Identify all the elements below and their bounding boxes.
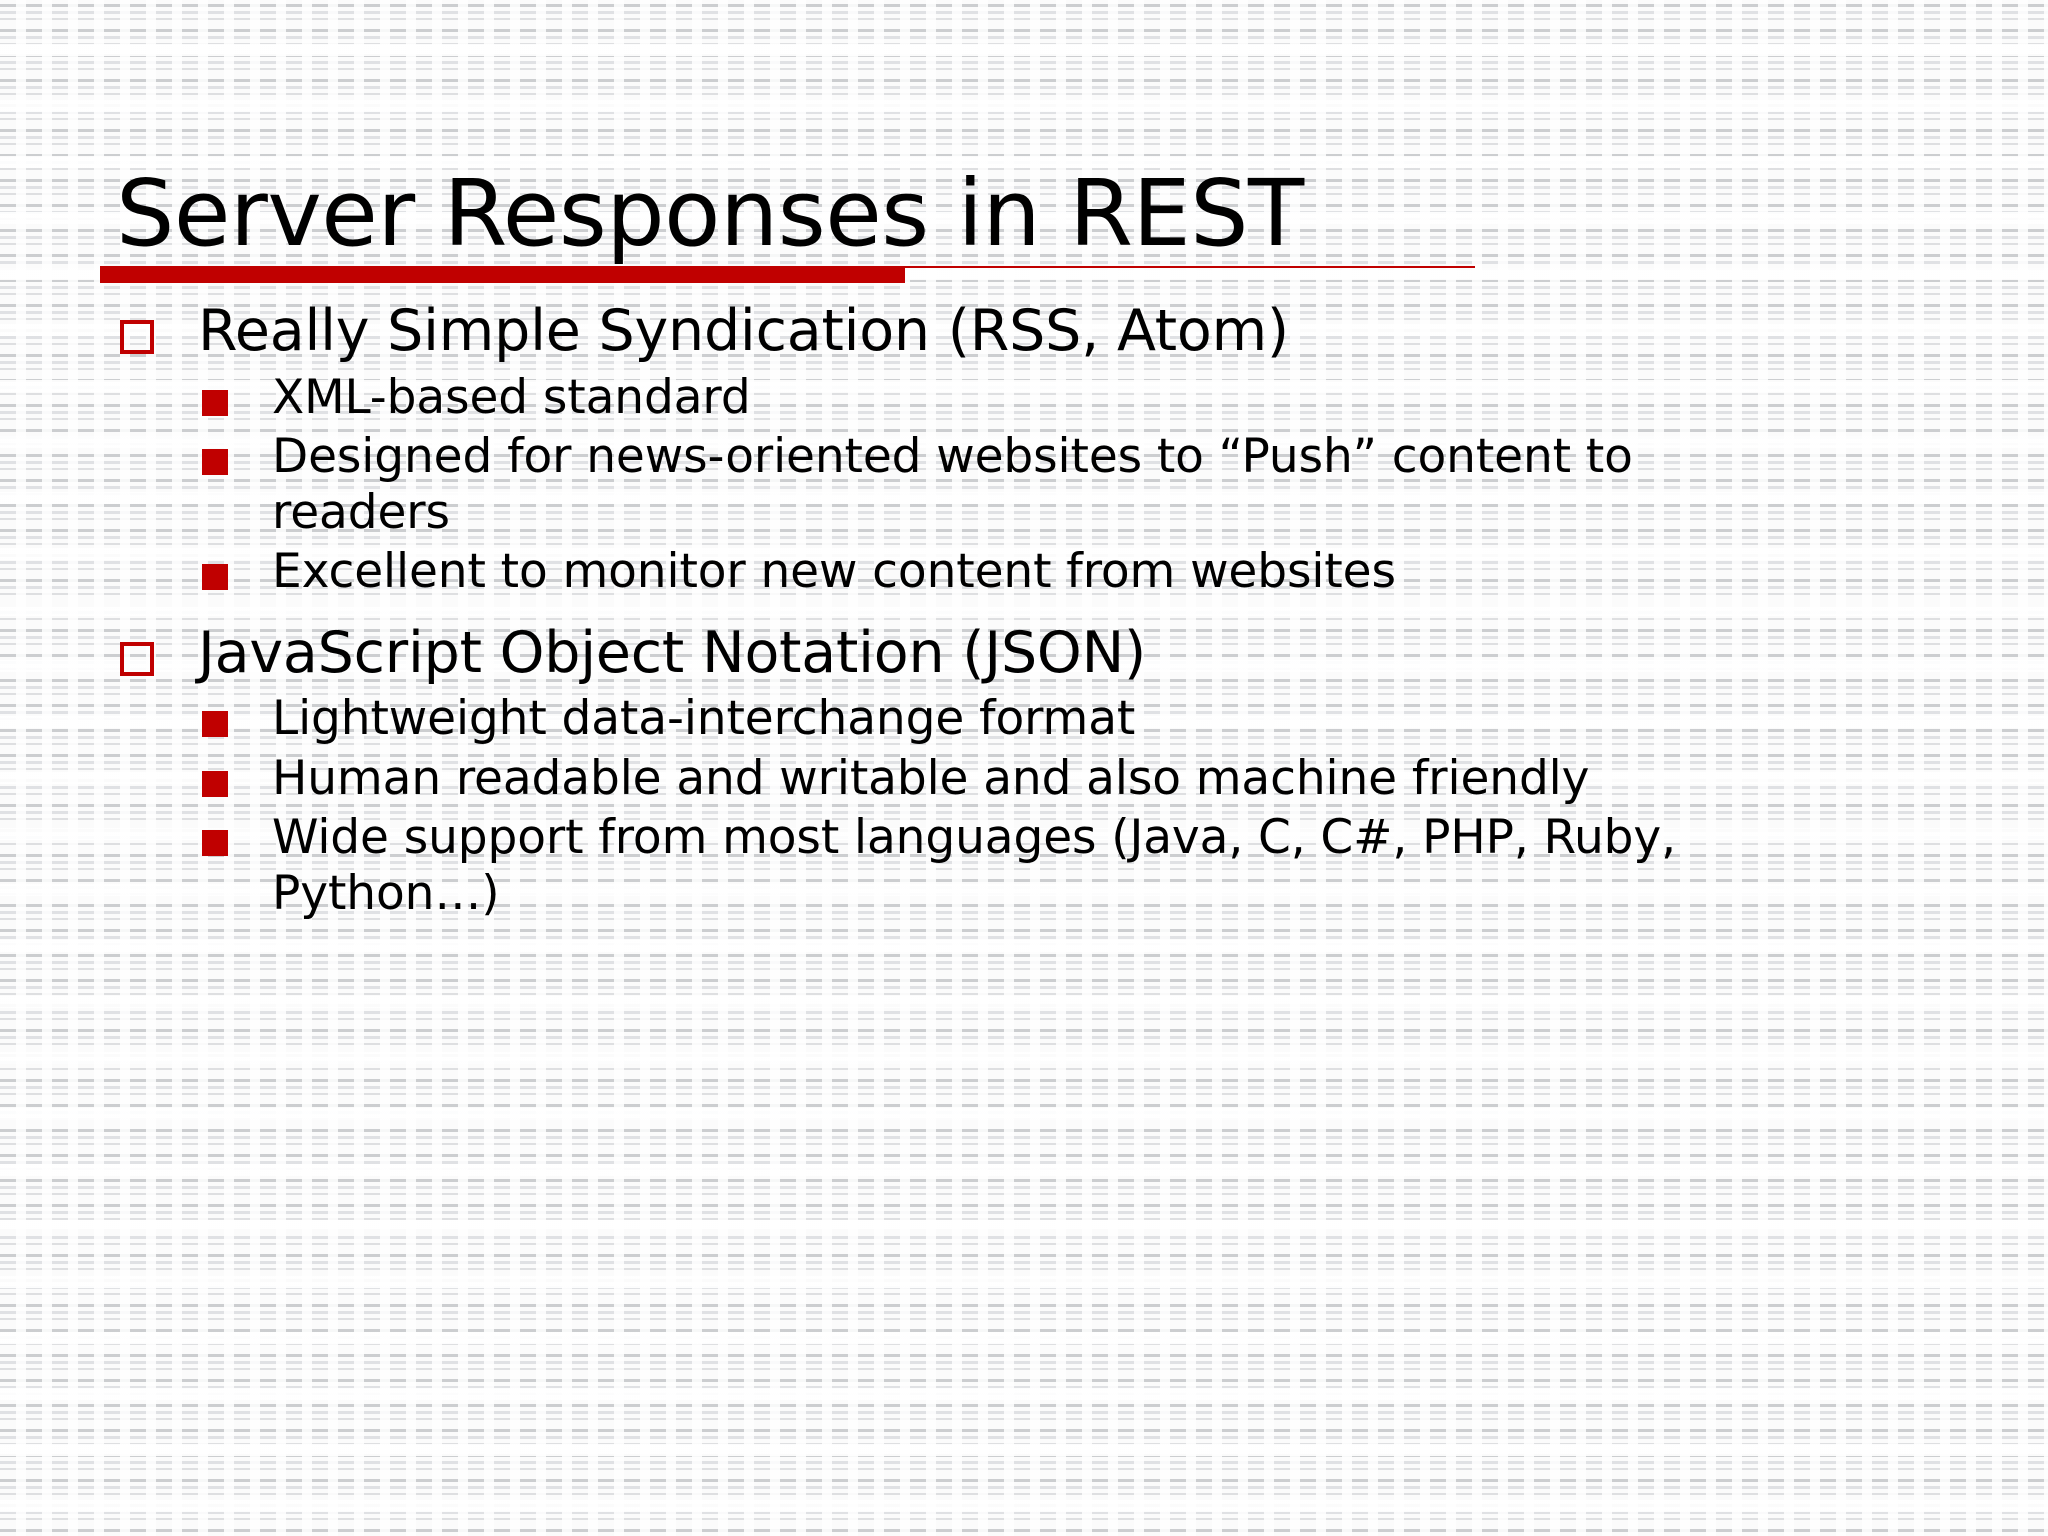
solid-square-bullet-icon (202, 449, 228, 476)
bullet-level2-label: Excellent to monitor new content from we… (272, 544, 1396, 600)
bullet-level2-group-rss: XML-based standard Designed for news-ori… (110, 370, 1990, 600)
bullet-level1-rss: Really Simple Syndication (RSS, Atom) (110, 298, 1990, 364)
hollow-square-bullet-icon (120, 641, 154, 676)
bullet-level1-json: JavaScript Object Notation (JSON) (110, 619, 1990, 686)
bullet-level2-item: Designed for news-oriented websites to “… (110, 429, 1990, 540)
slide-title: Server Responses in REST (116, 160, 1304, 267)
title-underline-thick-rule (100, 266, 905, 283)
bullet-level2-label: Designed for news-oriented websites to “… (272, 429, 1633, 540)
bullet-level2-item: Wide support from most languages (Java, … (110, 810, 1990, 921)
hollow-square-bullet-icon (120, 320, 154, 354)
solid-square-bullet-icon (202, 711, 228, 738)
bullet-level2-item: XML-based standard (110, 370, 1990, 425)
bullet-level2-item: Human readable and writable and also mac… (110, 751, 1990, 806)
bullet-level2-label: XML-based standard (272, 369, 751, 425)
bullet-level2-item: Lightweight data-interchange format (110, 691, 1990, 746)
bullet-level1-label: Really Simple Syndication (RSS, Atom) (198, 298, 1289, 364)
solid-square-bullet-icon (202, 830, 228, 857)
solid-square-bullet-icon (202, 389, 228, 416)
bullet-level2-label: Human readable and writable and also mac… (272, 750, 1590, 806)
bullet-section-rss: Really Simple Syndication (RSS, Atom) XM… (110, 298, 1990, 600)
bullet-level2-group-json: Lightweight data-interchange format Huma… (110, 691, 1990, 921)
bullet-level2-label: Lightweight data-interchange format (272, 691, 1136, 747)
bullet-section-json: JavaScript Object Notation (JSON) Lightw… (110, 619, 1990, 922)
bullet-level1-label: JavaScript Object Notation (JSON) (198, 619, 1147, 686)
solid-square-bullet-icon (202, 770, 228, 797)
title-block: Server Responses in REST (116, 168, 1936, 260)
bullet-level2-item: Excellent to monitor new content from we… (110, 544, 1990, 599)
slide-body: Really Simple Syndication (RSS, Atom) XM… (110, 298, 1990, 925)
solid-square-bullet-icon (202, 564, 228, 591)
bullet-level2-label: Wide support from most languages (Java, … (272, 810, 1676, 921)
